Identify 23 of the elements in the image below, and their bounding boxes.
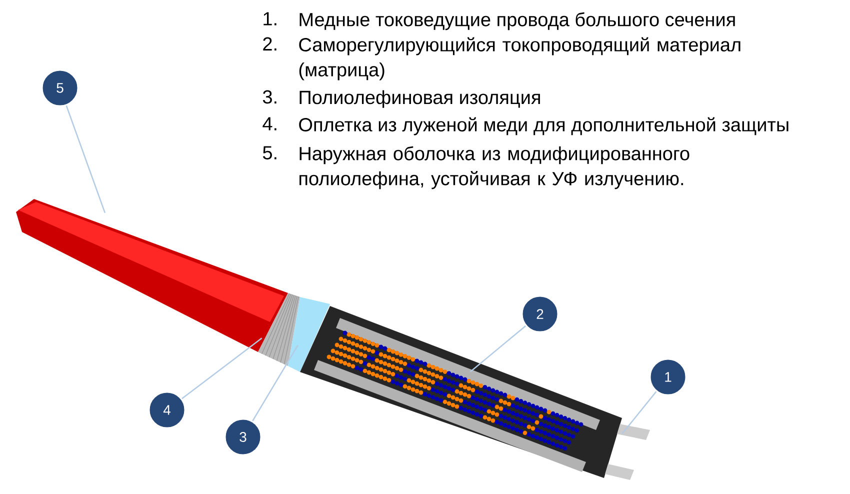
list-number: 5.: [262, 146, 276, 160]
list-number: 4.: [262, 117, 276, 130]
list-item: Оплетка из луженой меди для дополнительной защиты: [299, 117, 788, 136]
leader-line: [622, 391, 657, 434]
list-number: 3.: [262, 90, 276, 104]
leader-line: [66, 105, 106, 214]
cable-jacket: [16, 199, 288, 352]
list-number: 1.: [264, 12, 276, 26]
leader-line: [252, 344, 298, 422]
list-item: Полиолефиновая изоляция: [300, 90, 540, 108]
callout-number: 1: [649, 358, 687, 396]
leader-line: [470, 325, 526, 372]
callout-number: 2: [521, 295, 559, 333]
callout-number: 4: [148, 391, 186, 429]
list-number: 2.: [263, 37, 276, 50]
callout-number: 5: [41, 69, 79, 107]
list-item: Наружная оболочка из модифицированного полиолефина, устойчивая к УФ излучению.: [300, 146, 690, 190]
list-item: Саморегулирующийся токопроводящий материал (матрица): [299, 37, 740, 80]
list-item: Медные токоведущие провода большого сечения: [300, 12, 735, 30]
callout-number: 3: [224, 418, 262, 456]
insulation-layer: [288, 297, 330, 372]
conductor-wires: [605, 424, 650, 480]
matrix-core: [300, 306, 622, 478]
